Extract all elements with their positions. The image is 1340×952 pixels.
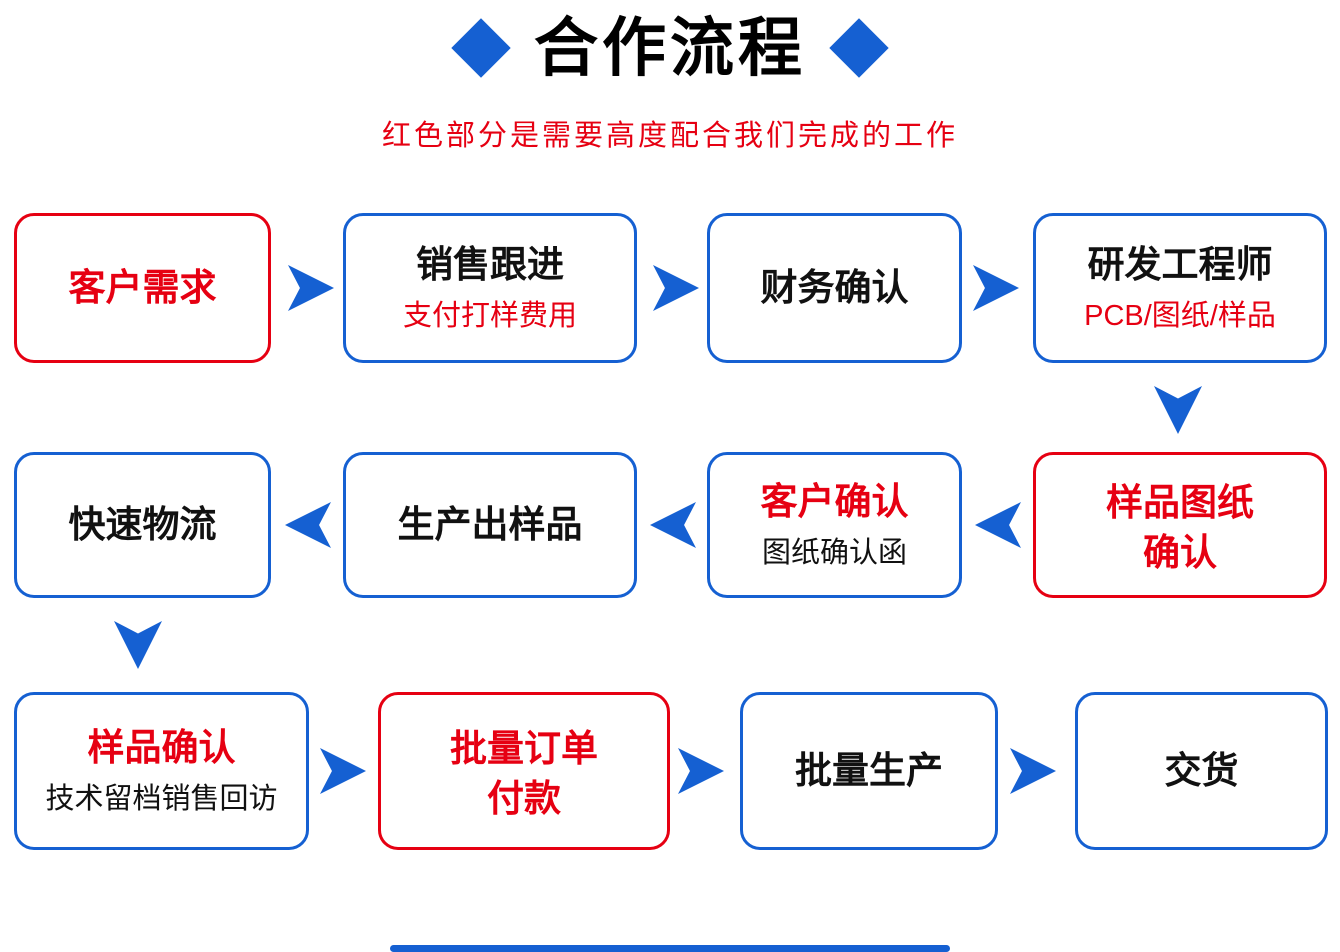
node-title-line2: 付款 [487,777,561,819]
page-title: 合作流程 [534,12,806,84]
node-title: 研发工程师 [1087,244,1273,286]
node-delivery: 交货 [1075,692,1328,850]
node-title-line1: 批量订单 [450,728,598,770]
arrow-right-icon [678,748,724,794]
node-title: 快速物流 [68,503,217,545]
diamond-icon [829,18,889,79]
node-sales-follow-up: 销售跟进 支付打样费用 [343,213,637,363]
node-customer-demand: 客户需求 [14,213,271,363]
node-title: 样品确认 [87,727,236,769]
node-customer-confirm: 客户确认 图纸确认函 [707,452,962,598]
arrow-left-icon [975,502,1021,548]
node-title: 交货 [1164,749,1239,791]
node-subtitle: 图纸确认函 [761,536,907,569]
node-bulk-production: 批量生产 [740,692,998,850]
node-title: 销售跟进 [416,244,564,286]
node-fast-logistics: 快速物流 [14,452,271,598]
bottom-divider-bar [390,945,950,952]
node-title-line1: 样品图纸 [1106,482,1254,524]
arrow-left-icon [650,502,696,548]
node-title: 客户确认 [760,481,909,523]
node-sample-drawing-confirm: 样品图纸 确认 [1033,452,1327,598]
node-sample-confirm: 样品确认 技术留档销售回访 [14,692,309,850]
node-rd-engineer: 研发工程师 PCB/图纸/样品 [1033,213,1327,363]
node-title: 批量生产 [795,749,943,791]
node-title-line2: 确认 [1143,531,1217,573]
node-finance-confirm: 财务确认 [707,213,962,363]
node-title: 财务确认 [760,266,909,308]
page-subtitle: 红色部分是需要高度配合我们完成的工作 [381,120,958,152]
arrow-right-icon [1010,748,1056,794]
arrow-down-icon [114,621,162,669]
diamond-icon [451,18,511,79]
arrow-right-icon [973,265,1019,311]
page-header: 合作流程 [0,10,1340,87]
node-produce-sample: 生产出样品 [343,452,637,598]
node-title: 生产出样品 [397,503,583,545]
node-title: 客户需求 [68,266,217,308]
node-subtitle: PCB/图纸/样品 [1084,299,1276,332]
arrow-left-icon [285,502,331,548]
arrow-right-icon [320,748,366,794]
arrow-down-icon [1154,386,1202,434]
node-subtitle: 支付打样费用 [402,299,577,332]
node-subtitle: 技术留档销售回访 [45,782,278,815]
node-bulk-order-payment: 批量订单 付款 [378,692,670,850]
arrow-right-icon [288,265,334,311]
arrow-right-icon [653,265,699,311]
